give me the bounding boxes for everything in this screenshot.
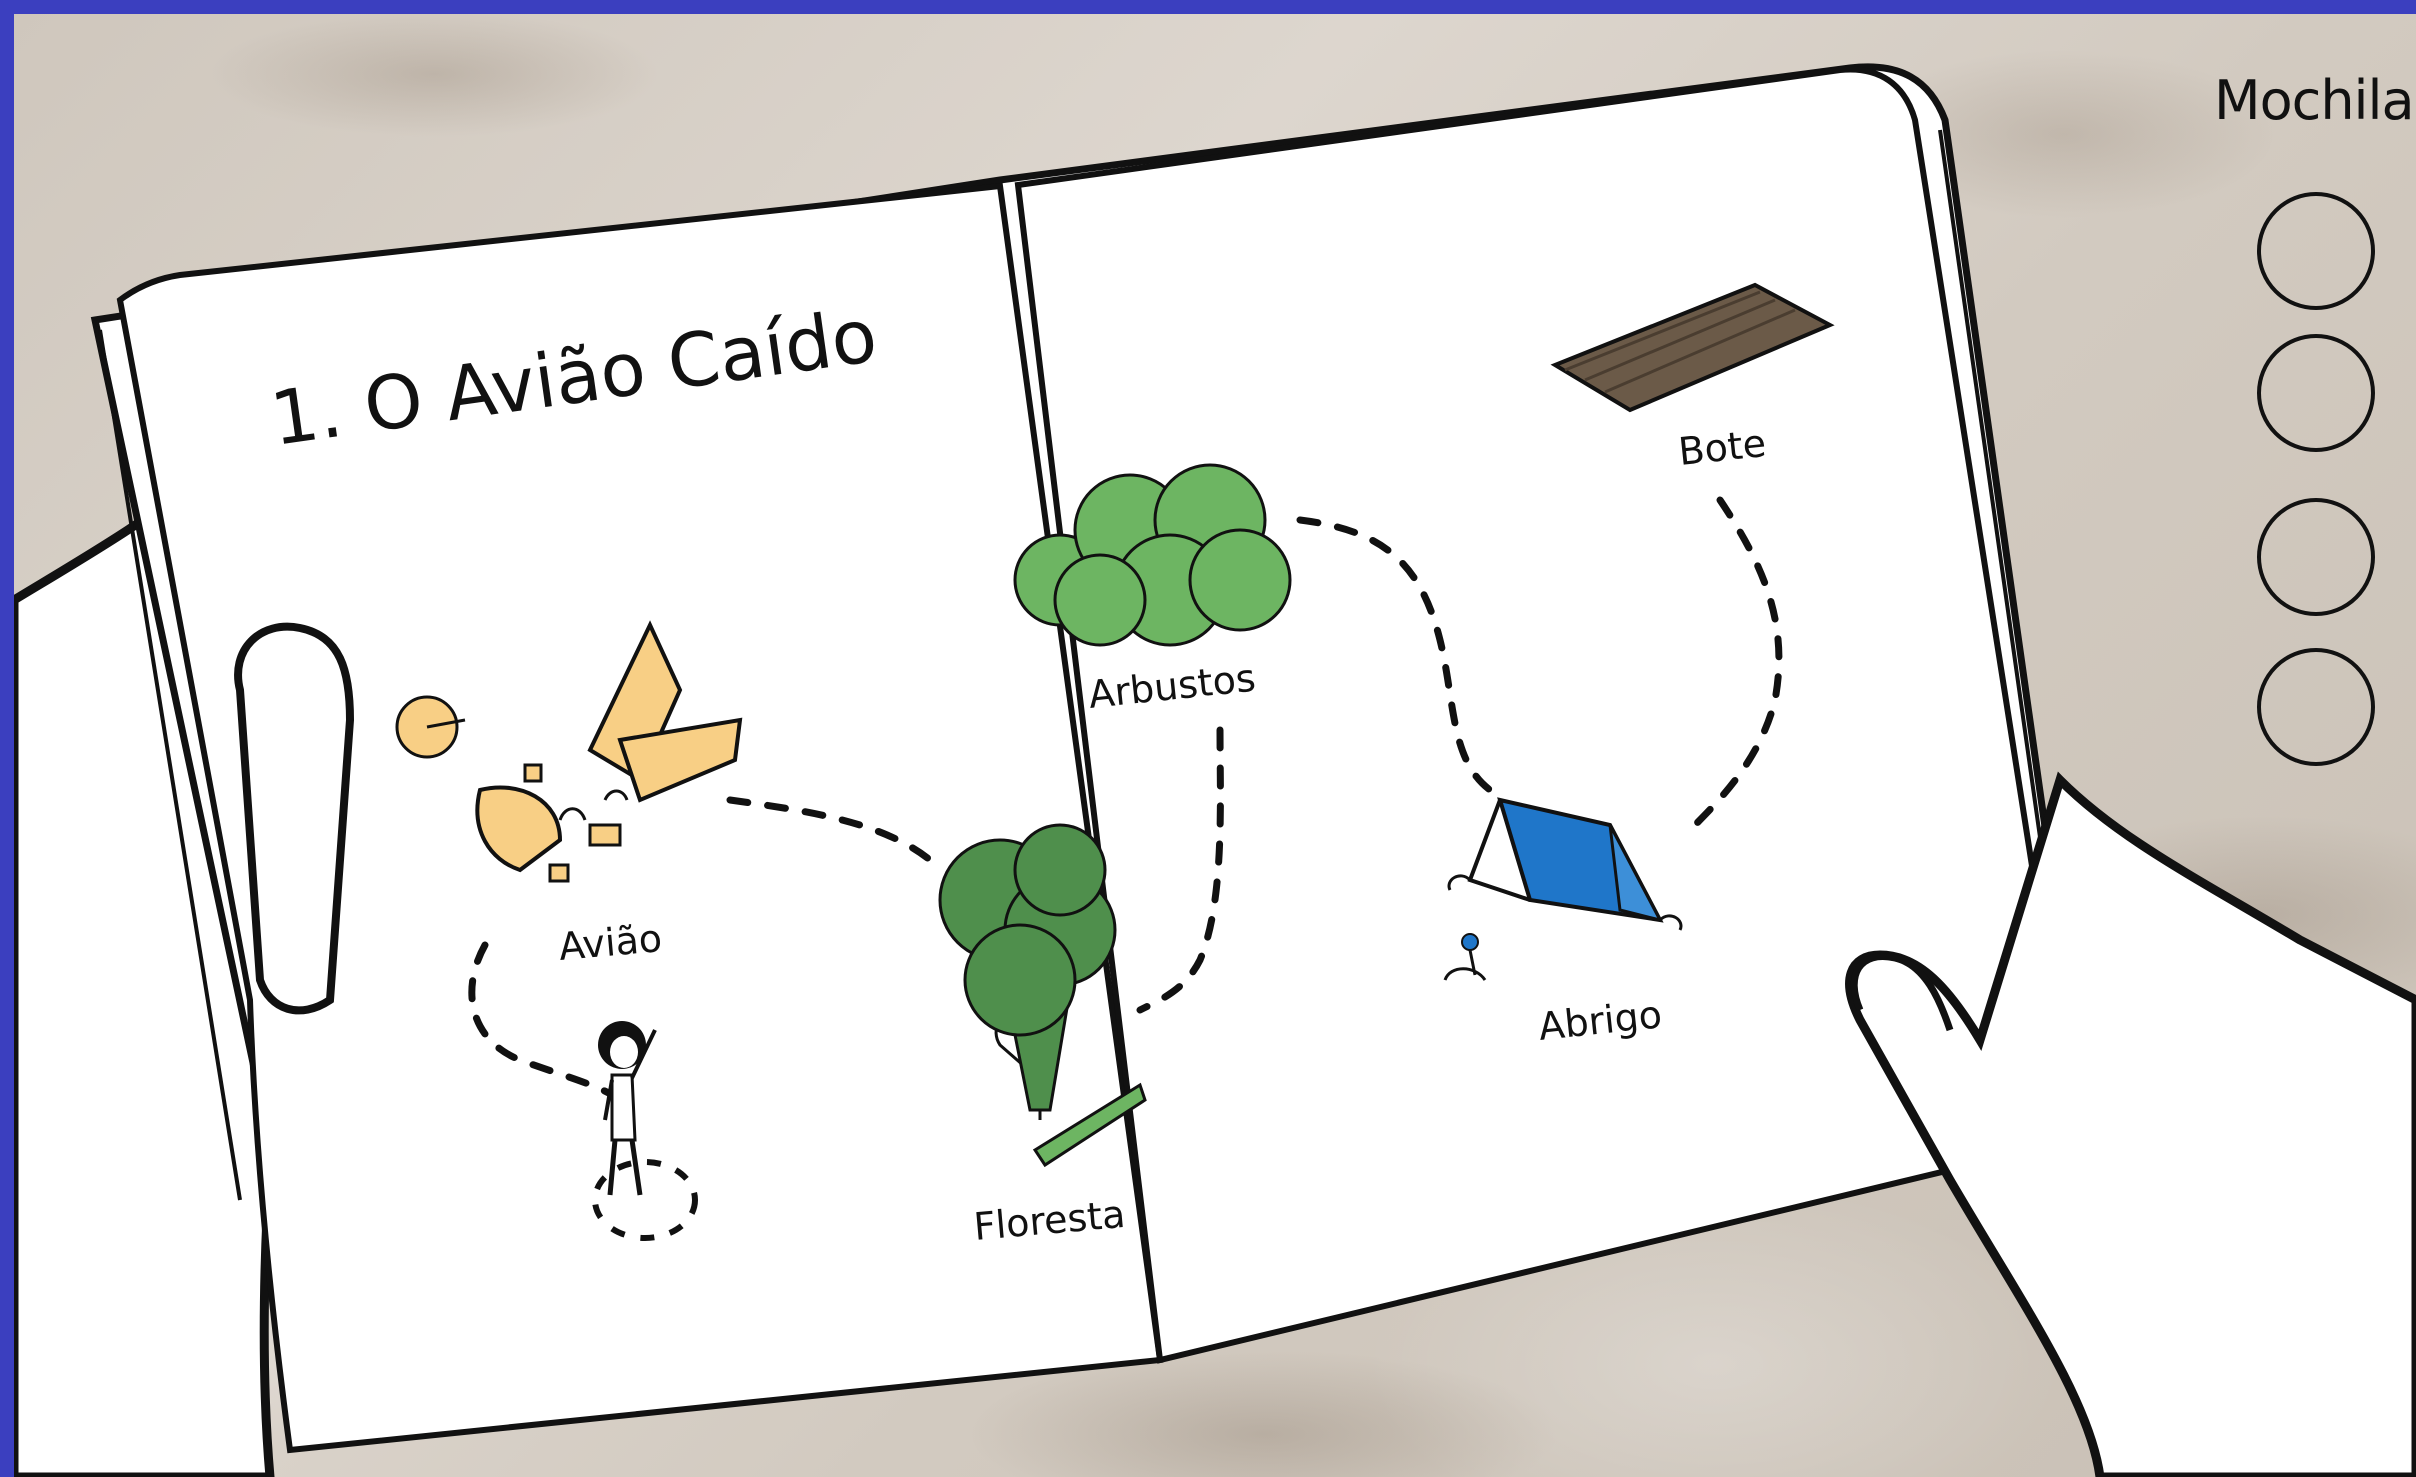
left-thumb — [234, 622, 355, 1015]
castaway-icon[interactable] — [598, 1021, 657, 1196]
game-screen: 1. O Avião Caído Avião Floresta Arbustos… — [14, 14, 2416, 1477]
route-path — [468, 496, 1783, 1104]
tree-icon[interactable] — [938, 823, 1147, 1168]
plane-wreck-icon[interactable] — [395, 620, 743, 883]
backpack-title: Mochila — [2214, 69, 2415, 132]
backpack-slot-3[interactable] — [2257, 498, 2375, 616]
backpack-slot-2[interactable] — [2257, 334, 2375, 452]
map-scene: 1. O Avião Caído Avião Floresta Arbustos… — [14, 63, 2416, 1477]
location-label-aviao[interactable]: Avião — [557, 916, 664, 969]
backpack-slot-1[interactable] — [2257, 192, 2375, 310]
tent-icon[interactable] — [1443, 797, 1683, 981]
backpack-slot-4[interactable] — [2257, 648, 2375, 766]
raft-icon[interactable] — [1550, 282, 1835, 413]
right-page — [1014, 66, 2079, 1364]
notebook-spine — [1015, 185, 1163, 1363]
left-page — [116, 182, 1164, 1454]
location-label-bote[interactable]: Bote — [1676, 421, 1768, 474]
castaway-ring — [592, 1159, 698, 1241]
bushes-icon[interactable] — [1013, 463, 1292, 647]
